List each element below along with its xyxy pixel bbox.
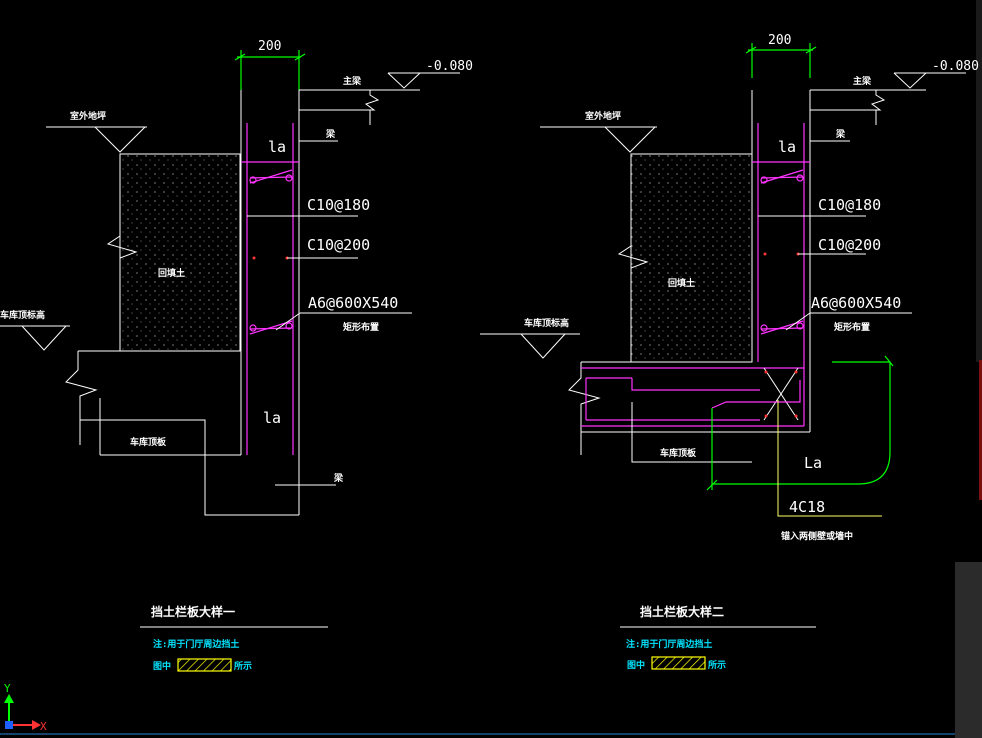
viewport-marker — [979, 360, 982, 500]
rebar-1-text: C10@180 — [818, 196, 881, 214]
rebar-2-text: C10@200 — [818, 236, 881, 254]
rebar-3-text: A6@600X540 — [811, 294, 901, 312]
La-label: La — [804, 454, 822, 472]
beam-top-label: 梁 — [325, 128, 336, 140]
detail-title: 挡土栏板大样一 — [151, 604, 235, 619]
elevation-marker: -0.080 — [893, 59, 979, 89]
detail-note: 注:用于门厅周边挡土 — [626, 638, 712, 650]
garage-slab-label: 车库顶板 — [130, 436, 167, 448]
dim-width-text: 200 — [258, 39, 281, 54]
outdoor-floor-marker: 室外地坪 — [540, 110, 657, 153]
elevation-text: -0.080 — [932, 59, 979, 74]
arrangement-label: 矩形布置 — [833, 321, 870, 333]
backfill-block: 回填土 — [617, 153, 753, 363]
legend-prefix: 图中 — [153, 660, 171, 672]
scrollbar[interactable] — [955, 562, 982, 738]
main-beam-label: 主梁 — [343, 75, 362, 87]
outdoor-floor-marker: 室外地坪 — [46, 110, 147, 153]
retaining-wall — [751, 90, 811, 432]
rebar-hook-top — [249, 169, 293, 184]
la-top-label: la — [778, 138, 796, 156]
bar-label: 4C18 — [789, 498, 825, 516]
rebar-1-text: C10@180 — [307, 196, 370, 214]
detail-title: 挡土栏板大样二 — [640, 604, 724, 619]
detail-2: 200 -0.080 主梁 梁 室外地坪 回填土 — [480, 33, 979, 671]
rebar-3-text: A6@600X540 — [308, 294, 398, 312]
title-block-2: 挡土栏板大样二 注:用于门厅周边挡土 图中 所示 — [620, 604, 816, 671]
outdoor-floor-label: 室外地坪 — [585, 110, 621, 122]
garage-slab-label: 车库顶板 — [660, 447, 697, 459]
legend-suffix: 所示 — [708, 659, 726, 671]
dimension-200: 200 — [234, 39, 306, 90]
rebar-2-text: C10@200 — [307, 236, 370, 254]
legend-hatch-swatch — [177, 658, 232, 672]
elevation-marker: -0.080 — [387, 59, 473, 89]
backfill-label: 回填土 — [158, 267, 185, 279]
anchor-bar: La — [706, 355, 894, 491]
retaining-wall — [240, 90, 300, 515]
base-elevation-marker: 车库顶标高 — [480, 317, 580, 359]
legend-prefix: 图中 — [627, 659, 645, 671]
rebar-hook-top — [760, 169, 804, 184]
elevation-text: -0.080 — [426, 59, 473, 74]
detail-1: 200 -0.080 主梁 梁 室外地坪 回填土 — [0, 39, 473, 672]
y-axis-label: Y — [4, 682, 11, 695]
ucs-axis-icon: Y X — [4, 682, 47, 733]
beam-top-label: 梁 — [835, 128, 846, 140]
base-elevation-label: 车库顶标高 — [0, 309, 45, 321]
detail-note: 注:用于门厅周边挡土 — [153, 638, 239, 650]
arrangement-label: 矩形布置 — [342, 321, 379, 333]
dim-width-text: 200 — [768, 33, 791, 48]
backfill-block: 回填土 — [106, 153, 241, 352]
base-elevation-marker: 车库顶标高 — [0, 309, 70, 351]
anchor-label: 锚入两侧壁或墙中 — [781, 530, 853, 542]
haunch-cross — [763, 367, 799, 421]
legend-hatch-swatch — [651, 656, 706, 670]
backfill-label: 回填土 — [668, 277, 695, 289]
x-axis-label: X — [40, 720, 47, 733]
legend-suffix: 所示 — [234, 660, 252, 672]
dimension-200: 200 — [745, 33, 817, 78]
la-top-label: la — [268, 138, 286, 156]
base-elevation-label: 车库顶标高 — [524, 317, 569, 329]
beam-bottom-label: 梁 — [333, 472, 344, 484]
la-bottom-label: la — [263, 409, 281, 427]
outdoor-floor-label: 室外地坪 — [70, 110, 106, 122]
main-beam-label: 主梁 — [853, 75, 872, 87]
title-block-1: 挡土栏板大样一 注:用于门厅周边挡土 图中 所示 — [140, 604, 328, 672]
viewport-edge — [976, 0, 982, 362]
